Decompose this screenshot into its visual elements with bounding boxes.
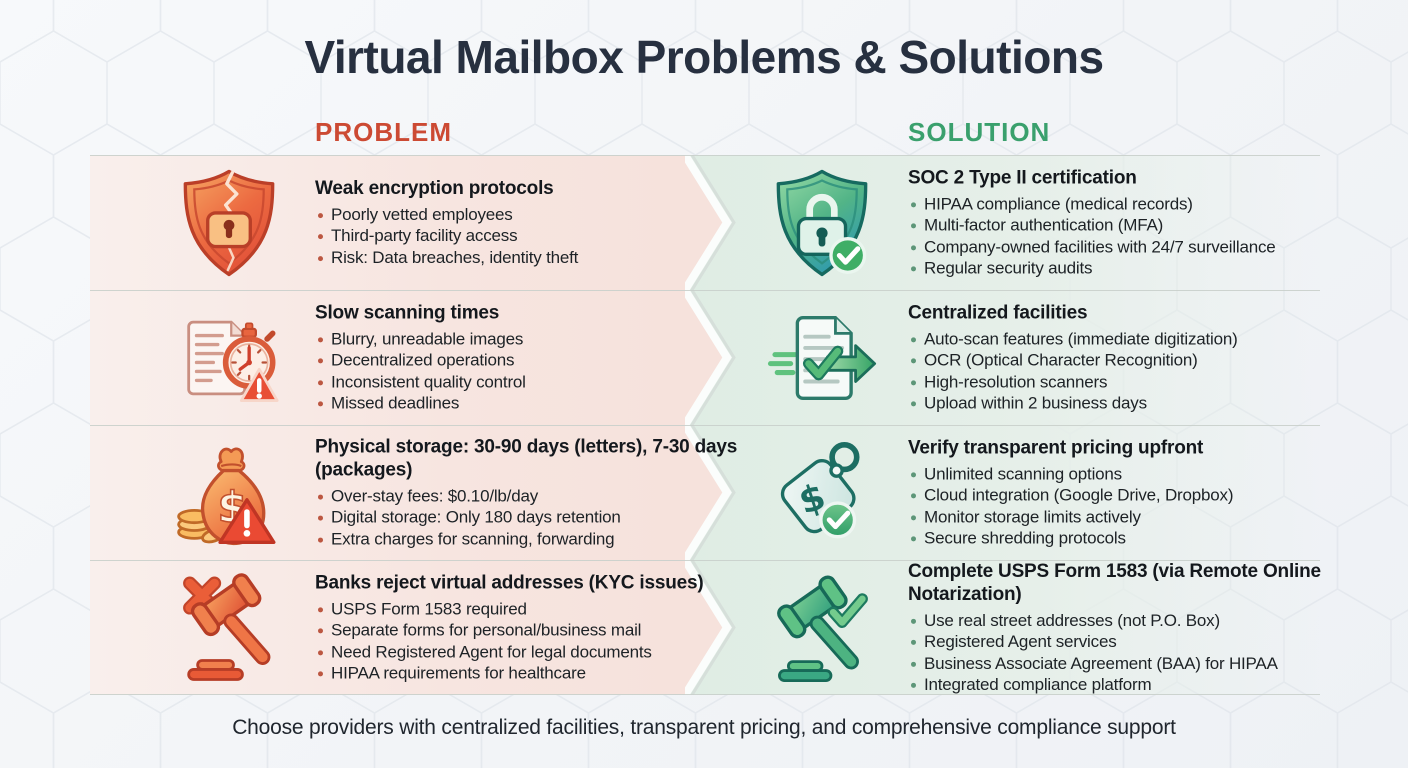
bullet-item: Decentralized operations xyxy=(318,351,755,372)
page-title: Virtual Mailbox Problems & Solutions xyxy=(304,31,1104,83)
problem-heading: Physical storage: 30-90 days (letters), … xyxy=(315,436,738,481)
document-stopwatch-warning-icon xyxy=(173,302,285,414)
bullet-item: Cloud integration (Google Drive, Dropbox… xyxy=(911,486,1408,507)
bullet-item: Inconsistent quality control xyxy=(318,372,755,393)
bullet-item: HIPAA requirements for healthcare xyxy=(318,664,755,685)
solution-column-header: SOLUTION xyxy=(908,117,1051,147)
solution-bullets: Use real street addresses (not P.O. Box)… xyxy=(908,611,1408,696)
bullet-item: Risk: Data breaches, identity theft xyxy=(318,248,755,269)
row-divider-line xyxy=(90,560,1320,561)
bullet-item: Separate forms for personal/business mai… xyxy=(318,621,755,642)
bullet-item: High-resolution scanners xyxy=(911,372,1408,393)
comparison-table: Weak encryption protocols Poorly vetted … xyxy=(90,155,1321,695)
bullet-item: Monitor storage limits actively xyxy=(911,507,1408,528)
comparison-row: Slow scanning times Blurry, unreadable i… xyxy=(90,290,1320,425)
gavel-rejected-icon xyxy=(173,572,285,684)
bullet-item: HIPAA compliance (medical records) xyxy=(911,194,1408,215)
row-divider-line xyxy=(90,155,1320,156)
bullet-item: USPS Form 1583 required xyxy=(318,599,755,620)
document-scan-arrow-icon xyxy=(766,302,878,414)
solution-heading: SOC 2 Type II certification xyxy=(908,166,1137,188)
row-divider-line xyxy=(90,694,1320,695)
bullet-item: Unlimited scanning options xyxy=(911,464,1408,485)
footer-takeaway: Choose providers with centralized facili… xyxy=(232,716,1176,739)
problem-heading: Weak encryption protocols xyxy=(315,177,554,199)
problem-heading: Banks reject virtual addresses (KYC issu… xyxy=(315,571,704,593)
bullet-item: Upload within 2 business days xyxy=(911,394,1408,415)
problem-column-header: PROBLEM xyxy=(315,117,452,147)
solution-heading: Complete USPS Form 1583 (via Remote Onli… xyxy=(908,560,1321,605)
bullet-item: Company-owned facilities with 24/7 surve… xyxy=(911,237,1408,258)
shield-lock-check-icon xyxy=(766,167,878,279)
gavel-approved-icon xyxy=(766,572,878,684)
bullet-item: Secure shredding protocols xyxy=(911,529,1408,550)
bullet-item: Use real street addresses (not P.O. Box) xyxy=(911,611,1408,632)
bullet-item: Digital storage: Only 180 days retention xyxy=(318,508,755,529)
bullet-item: Auto-scan features (immediate digitizati… xyxy=(911,329,1408,350)
broken-shield-lock-icon xyxy=(173,167,285,279)
comparison-row: Weak encryption protocols Poorly vetted … xyxy=(90,155,1320,290)
bullet-item: Regular security audits xyxy=(911,259,1408,280)
comparison-row: Banks reject virtual addresses (KYC issu… xyxy=(90,560,1321,695)
comparison-row: $ Physical storage: 30-90 days (letters)… xyxy=(90,425,1320,560)
bullet-item: Extra charges for scanning, forwarding xyxy=(318,529,755,550)
bullet-item: Over-stay fees: $0.10/lb/day xyxy=(318,486,755,507)
problem-heading: Slow scanning times xyxy=(315,301,500,323)
solution-heading: Centralized facilities xyxy=(908,301,1088,323)
solution-bullets: Auto-scan features (immediate digitizati… xyxy=(908,329,1408,414)
bullet-item: Business Associate Agreement (BAA) for H… xyxy=(911,654,1408,675)
bullet-item: Missed deadlines xyxy=(318,394,755,415)
bullet-item: OCR (Optical Character Recognition) xyxy=(911,351,1408,372)
solution-heading: Verify transparent pricing upfront xyxy=(908,436,1204,458)
bullet-item: Multi-factor authentication (MFA) xyxy=(911,216,1408,237)
bullet-item: Registered Agent services xyxy=(911,632,1408,653)
money-bag-warning-icon: $ xyxy=(173,437,285,549)
price-tag-check-icon: $ xyxy=(766,437,878,549)
bullet-item: Need Registered Agent for legal document… xyxy=(318,642,755,663)
bullet-item: Poorly vetted employees xyxy=(318,205,755,226)
bullet-item: Integrated compliance platform xyxy=(911,675,1408,696)
solution-bullets: HIPAA compliance (medical records)Multi-… xyxy=(908,194,1408,279)
bullet-item: Third-party facility access xyxy=(318,226,755,247)
bullet-item: Blurry, unreadable images xyxy=(318,329,755,350)
row-divider-line xyxy=(90,425,1320,426)
row-divider-line xyxy=(90,290,1320,291)
